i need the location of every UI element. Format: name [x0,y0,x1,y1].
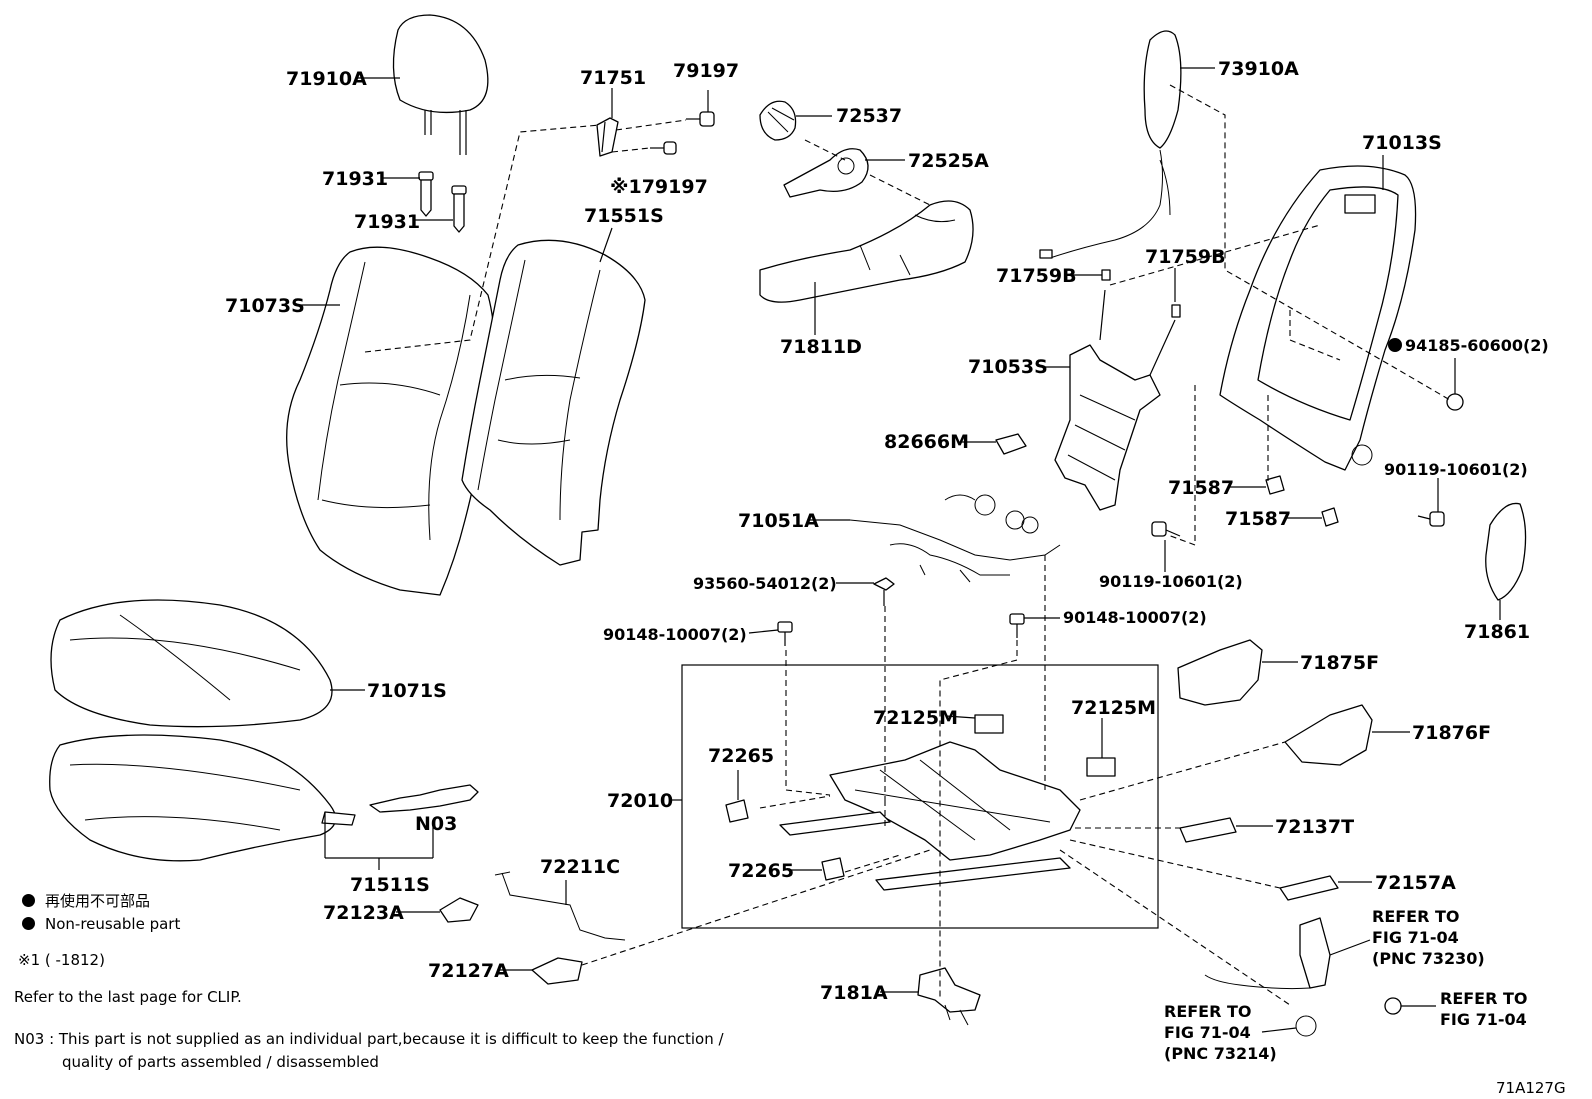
wire-harness-drawing [849,494,1061,583]
refer-line-2: FIG 71-04 [1440,1010,1527,1029]
label-72127A: 72127A [428,960,509,982]
refer-to-pnc-73230[interactable]: REFER TO FIG 71-04 (PNC 73230) [1372,906,1485,969]
label-71751: 71751 [580,67,646,89]
side-cover-71861-drawing [1485,502,1527,601]
n03-note-line2: quality of parts assembled / disassemble… [62,1053,379,1071]
label-71811D: 71811D [780,336,862,358]
label-71910A: 71910A [286,68,367,90]
label-90148-left: 90148-10007(2) [603,625,747,644]
label-71861: 71861 [1464,621,1530,643]
label-82666M: 82666M [884,431,969,453]
rod-72211C-drawing [494,871,626,941]
cover-71876F-drawing [1284,704,1373,766]
label-71551S: 71551S [584,205,664,227]
label-72525A: 72525A [908,150,989,172]
label-71931-upper: 71931 [322,168,388,190]
legend-jp: 再使用不可部品 [14,890,150,911]
label-7181A: 7181A [820,982,888,1004]
label-90119-center: 90119-10601(2) [1099,572,1243,591]
refer-line-1: REFER TO [1440,989,1528,1008]
label-179197: ※179197 [610,176,708,198]
figure-id: 71A127G [1496,1079,1566,1097]
refer-line-3: (PNC 73230) [1372,949,1485,968]
label-79197: 79197 [673,60,739,82]
label-71759B-right: 71759B [1145,246,1226,268]
label-71875F: 71875F [1300,652,1379,674]
leader-lines [300,67,1501,1033]
label-72211C: 72211C [540,856,620,878]
label-71511S: 71511S [350,874,430,896]
label-71073S: 71073S [225,295,305,317]
seatback-pad-drawing [461,239,646,566]
clip-82666M-drawing [995,433,1027,455]
label-93560: 93560-54012(2) [693,574,837,593]
label-71759B-left: 71759B [996,265,1077,287]
seatback-cover-drawing [286,246,496,596]
seat-cushion-cover-drawing [50,599,333,728]
refer-line-2: FIG 71-04 [1372,928,1459,947]
label-71587-upper: 71587 [1168,477,1234,499]
shield-71811D-drawing [759,200,974,303]
seatback-frame-drawing [1219,165,1417,471]
seat-adjuster-drawing [725,714,1116,891]
refer-to-pnc-73214[interactable]: REFER TO FIG 71-04 (PNC 73214) [1164,1001,1277,1064]
label-71051A: 71051A [738,510,819,532]
dashed-lines [364,84,1451,1006]
n03-part-drawing [369,784,479,813]
label-72123A: 72123A [323,902,404,924]
non-reusable-dot-icon [22,917,35,930]
label-71013S: 71013S [1362,132,1442,154]
seat-adjuster-box [681,664,1159,929]
label-72137T: 72137T [1275,816,1354,838]
seat-cushion-pad-drawing [49,734,356,862]
refer-line-3: (PNC 73214) [1164,1044,1277,1063]
label-71071S: 71071S [367,680,447,702]
footnote: ※1 ( -1812) [18,951,105,969]
label-90119-right: 90119-10601(2) [1384,460,1528,479]
lumbar-support-drawing [1054,269,1181,511]
part-72157A-drawing [1279,875,1339,901]
cap-72537-drawing [759,100,797,141]
screw-drawing [650,111,715,155]
label-94185: 94185-60600(2) [1405,336,1549,355]
n03-note-line1: N03 : This part is not supplied as an in… [14,1030,724,1048]
label-72125M-left: 72125M [873,707,958,729]
part-labels: 71910A 71931 71931 71073S 71751 79197 ※1… [225,58,1566,1097]
part-72127A-drawing [531,957,583,985]
screw-93560-drawing [873,577,895,606]
non-reusable-dot-94185 [1388,338,1402,352]
label-72125M-right: 72125M [1071,697,1156,719]
label-72265-upper: 72265 [708,745,774,767]
refer-line-1: REFER TO [1164,1002,1252,1021]
label-72265-lower: 72265 [728,860,794,882]
label-71587-lower: 71587 [1225,508,1291,530]
part-72137T-drawing [1179,817,1237,843]
part-7181A-drawing [917,967,981,1026]
bracket-71751-drawing [596,117,619,157]
part-72123A-drawing [439,897,479,923]
refer-to-fig-71-04[interactable]: REFER TO FIG 71-04 [1440,988,1528,1030]
refer-line-1: REFER TO [1372,907,1460,926]
label-N03: N03 [415,813,457,835]
label-72010: 72010 [607,790,673,812]
seatbelt-buckle-drawing [1204,917,1402,1037]
clip-note: Refer to the last page for CLIP. [14,988,242,1006]
label-73910A: 73910A [1218,58,1299,80]
label-90148-right: 90148-10007(2) [1063,608,1207,627]
legend-en: Non-reusable part [14,915,180,933]
airbag-73910A-drawing [1039,30,1182,259]
bracket-71875F-drawing [1177,639,1263,706]
non-reusable-dot-icon [22,894,35,907]
headrest-drawing [392,14,489,155]
label-71876F: 71876F [1412,722,1491,744]
refer-line-2: FIG 71-04 [1164,1023,1251,1042]
label-71053S: 71053S [968,356,1048,378]
headrest-guide-drawing [418,171,467,233]
label-71931-lower: 71931 [354,211,420,233]
label-72537: 72537 [836,105,902,127]
label-72157A: 72157A [1375,872,1456,894]
bolt-90148-drawing [777,613,1025,646]
knob-72525A-drawing [783,148,869,198]
